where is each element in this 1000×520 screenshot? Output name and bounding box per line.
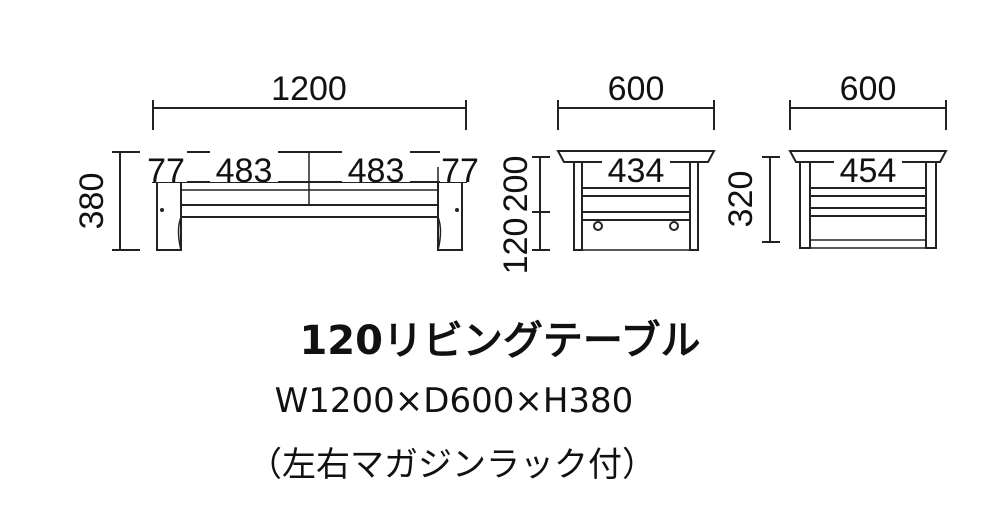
side-left-inner-label: 434	[608, 152, 665, 190]
front-segment-1-label: 77	[147, 152, 185, 190]
front-shelf	[180, 204, 439, 218]
side-right-panel-left	[799, 161, 811, 249]
side-left-knob-right	[669, 221, 679, 231]
front-height-label: 380	[73, 173, 111, 230]
side-right-inner-label: 454	[840, 152, 897, 190]
front-view: 1200 380 77 483 483 77	[73, 70, 482, 251]
front-segment-3-label: 483	[348, 152, 405, 190]
side-left-rack	[581, 211, 691, 221]
side-left-knob-left	[593, 221, 603, 231]
front-leg-curve-right	[437, 216, 442, 251]
side-right-shelf-top	[809, 187, 927, 197]
front-seg-label-bg-3	[342, 150, 410, 182]
front-seg-label-bg-2	[210, 150, 278, 182]
side-right-height-label: 320	[722, 171, 760, 228]
front-seg-label-bg-1	[147, 150, 187, 182]
product-title: 120リビングテーブル	[299, 318, 701, 364]
side-left-panel-left	[573, 161, 583, 251]
front-leg-curve-left	[177, 216, 182, 251]
product-note: （左右マガジンラック付）	[248, 445, 656, 485]
side-view-left: 600 200 120 434	[497, 70, 716, 275]
side-right-panel-right	[925, 161, 937, 249]
side-view-right: 600 320 454	[722, 70, 948, 249]
side-left-shelf-top	[581, 187, 691, 197]
front-segment-2-label: 483	[216, 152, 273, 190]
side-left-panel-right	[689, 161, 699, 251]
front-segment-4-label: 77	[441, 152, 479, 190]
front-leg-left	[156, 181, 182, 251]
side-left-inner-label-bg	[602, 152, 670, 186]
front-bolt-left	[160, 208, 164, 212]
side-left-upper-height-label: 200	[497, 156, 535, 213]
side-right-rack	[809, 207, 927, 217]
front-leg-right	[437, 181, 463, 251]
front-seg-label-bg-4	[440, 150, 482, 182]
front-width-label: 1200	[271, 70, 347, 108]
front-bolt-right	[455, 208, 459, 212]
side-right-depth-label: 600	[840, 70, 897, 108]
side-left-depth-label: 600	[608, 70, 665, 108]
side-left-lower-height-label: 120	[497, 218, 535, 275]
product-size: W1200×D600×H380	[274, 381, 634, 421]
side-right-inner-label-bg	[834, 152, 902, 186]
